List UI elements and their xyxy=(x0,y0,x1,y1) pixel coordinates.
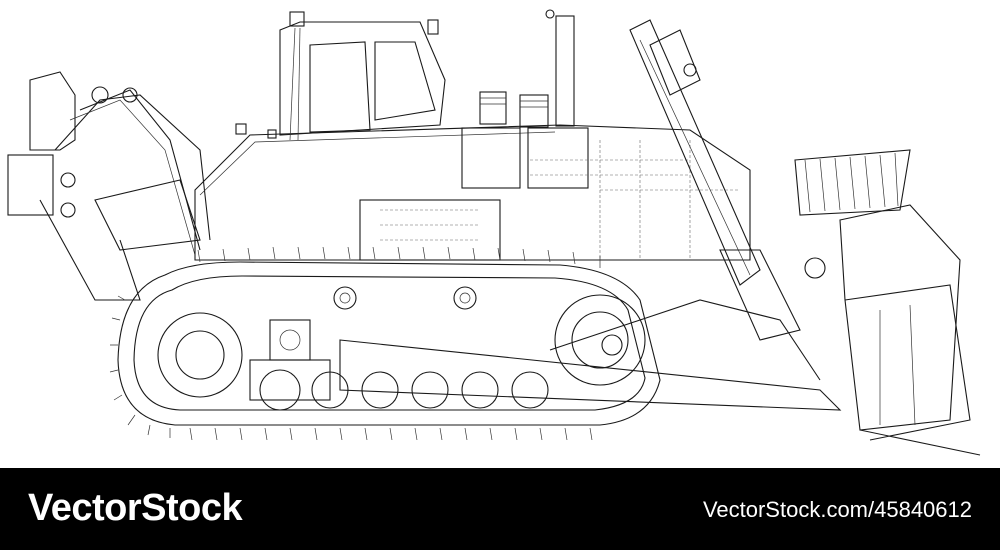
engine-housing xyxy=(194,124,751,261)
rear-ripper xyxy=(7,71,211,301)
bulldozer-wireframe-illustration xyxy=(7,9,981,456)
operator-cab xyxy=(235,11,446,141)
exhaust-stacks xyxy=(479,9,575,128)
illustration-area xyxy=(7,9,981,456)
image-credit: VectorStock.com/45840612 xyxy=(702,497,972,522)
brand-logo: VectorStock xyxy=(28,487,243,529)
dozer-blade xyxy=(794,149,981,456)
blade-lift-cylinder xyxy=(629,19,761,286)
crawler-track xyxy=(109,246,661,441)
footer-bar: VectorStock VectorStock.com/45840612 xyxy=(0,468,1000,550)
push-arm xyxy=(339,249,842,411)
